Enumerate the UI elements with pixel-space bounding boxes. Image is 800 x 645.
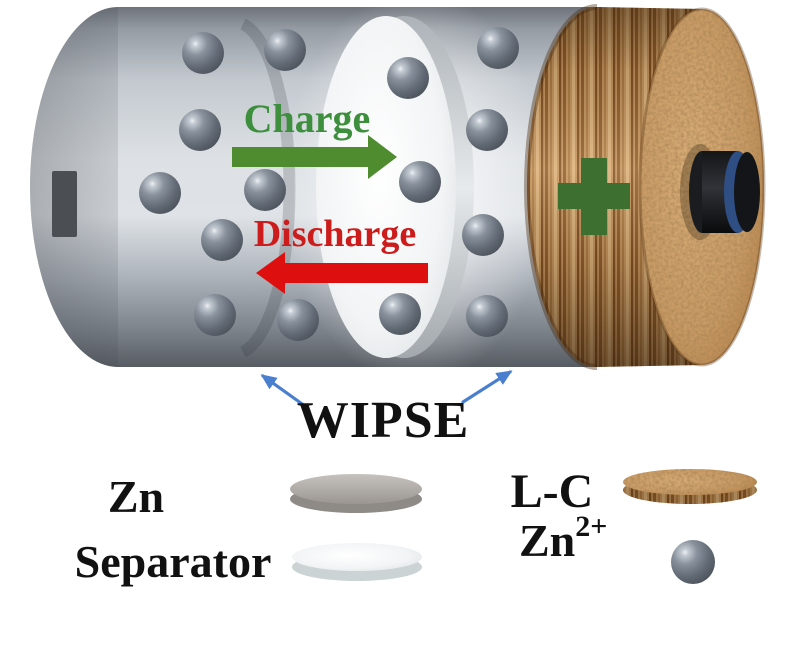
lc-end-cap-edge	[638, 7, 766, 367]
legend-zn-ion-label: Zn2+	[519, 510, 607, 566]
knob-face	[734, 152, 760, 232]
charge-arrow-head	[368, 135, 397, 179]
pointer-line-right	[461, 370, 513, 404]
legend-separator-label: Separator	[75, 536, 272, 587]
wipse-label: WIPSE	[297, 392, 470, 449]
zn-ion-sphere	[182, 32, 224, 74]
zn-ion-sphere	[466, 295, 508, 337]
charge-arrow	[232, 135, 397, 179]
zn-ion-sphere	[379, 293, 421, 335]
legend-zn-label: Zn	[108, 471, 164, 522]
zn-ion-sphere	[201, 219, 243, 261]
zn-ion-base-text: Zn	[519, 515, 575, 566]
discharge-label: Discharge	[254, 213, 417, 255]
charge-arrow-shaft	[232, 147, 368, 167]
zn-ion-sphere	[477, 27, 519, 69]
zn-ion-sphere	[139, 172, 181, 214]
legend-lc-label: L-C	[511, 465, 594, 518]
zn-ion-sphere	[399, 161, 441, 203]
zn-ion-sphere	[264, 29, 306, 71]
legend-zn-disc-icon	[290, 474, 422, 513]
charge-label: Charge	[244, 96, 371, 141]
zn-ion-group	[139, 27, 519, 341]
legend-separator-disc-icon	[292, 543, 422, 581]
discharge-arrow	[256, 252, 428, 294]
zn-ion-sphere	[194, 294, 236, 336]
lc-electrode	[524, 4, 766, 370]
zn-ion-sphere	[462, 214, 504, 256]
wipse-callout: WIPSE	[260, 370, 513, 449]
legend: Zn Separator L-C Zn2+	[75, 465, 757, 587]
zn-ion-sphere	[277, 299, 319, 341]
negative-terminal-minus	[52, 171, 77, 237]
zn-ion-sphere	[466, 109, 508, 151]
lc-rim-crease	[524, 4, 598, 370]
pointer-line-left	[260, 374, 307, 408]
separator-disc-face	[292, 543, 422, 571]
positive-terminal-plus	[558, 158, 630, 235]
zn-ion-superscript: 2+	[575, 510, 607, 543]
discharge-arrow-shaft	[285, 263, 428, 283]
zn-ion-sphere	[179, 109, 221, 151]
discharge-arrow-head	[256, 252, 285, 294]
zn-ion-sphere	[244, 169, 286, 211]
legend-zn-ion-sphere-icon	[671, 540, 715, 584]
terminal-knob	[680, 144, 760, 240]
battery-cell: Charge Discharge	[30, 4, 766, 370]
zn-disc-face	[290, 474, 422, 504]
legend-lc-disc-icon	[623, 469, 757, 504]
lc-disc-face-texture	[623, 469, 757, 495]
plus-vertical-bar	[581, 158, 607, 235]
zn-ion-sphere	[387, 57, 429, 99]
